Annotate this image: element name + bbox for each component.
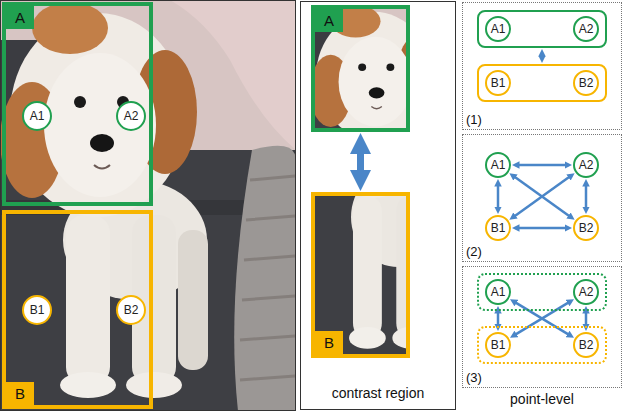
- panel-caption: contrast region: [301, 385, 455, 401]
- point-circle: B1: [485, 215, 511, 241]
- point-label: A2: [124, 110, 139, 122]
- point-circle: A1: [485, 152, 511, 178]
- panel-frame: (1) A1 A2B1 B2: [462, 2, 622, 130]
- point-circle: B1: [485, 70, 511, 96]
- panel-frame: contrast region A B: [300, 1, 456, 410]
- point-circle: A1: [22, 101, 52, 131]
- photo-part: [1, 1, 295, 410]
- point-label: B1: [491, 222, 506, 234]
- photo-part: [311, 5, 410, 132]
- point-circle: A2: [116, 101, 146, 131]
- contrast-arrow: [512, 175, 571, 217]
- region-box: B B1 B2: [2, 210, 153, 409]
- point-circle: A2: [573, 16, 599, 42]
- group-box: B1 B2: [477, 64, 607, 102]
- point-label: B2: [579, 222, 594, 234]
- contrast-arrow: [497, 310, 500, 328]
- caption-label: point-level: [462, 391, 622, 407]
- point-circle: A2: [573, 152, 599, 178]
- point-circle: B2: [573, 332, 599, 358]
- region-tag: A: [315, 9, 343, 32]
- crop-photo: [311, 5, 410, 132]
- region-tag: A: [6, 6, 34, 29]
- point-circle: B1: [485, 332, 511, 358]
- point-circle: B1: [22, 295, 52, 325]
- region-tag: B: [315, 331, 343, 354]
- point-label: B1: [491, 339, 506, 351]
- region-tag: B: [6, 382, 34, 405]
- point-label: A2: [579, 286, 594, 298]
- contrast-arrow: [497, 183, 500, 211]
- point-label: A2: [579, 23, 594, 35]
- point-label: B1: [30, 304, 45, 316]
- dog-photo: [1, 1, 295, 410]
- point-label: B2: [579, 339, 594, 351]
- panel-number: (1): [466, 112, 482, 127]
- point-label: B2: [124, 304, 139, 316]
- contrast-arrow: [585, 310, 588, 328]
- group-box: A1 A2: [477, 10, 607, 48]
- contrast-arrow: [513, 301, 571, 336]
- region-box: A A1 A2: [2, 2, 153, 206]
- contrast-arrow: [541, 53, 544, 60]
- point-label: A1: [491, 23, 506, 35]
- contrast-arrow: [516, 164, 569, 167]
- region-box: B: [311, 192, 410, 358]
- contrast-arrow: [585, 183, 588, 211]
- group-box: B1 B2: [477, 326, 607, 364]
- panel-frame: (3) A1 A2B1 B2: [462, 266, 622, 388]
- point-circle: B2: [573, 70, 599, 96]
- panel-number: (2): [466, 244, 482, 259]
- point-circle: A1: [485, 279, 511, 305]
- contrast-arrow: [357, 144, 364, 181]
- panel-frame: (2) A1 A2B1 B2: [462, 134, 622, 262]
- point-label: B2: [579, 77, 594, 89]
- region-box: A: [311, 5, 410, 132]
- point-label: A1: [491, 286, 506, 298]
- point-circle: B2: [573, 215, 599, 241]
- contrast-arrow: [513, 301, 571, 336]
- contrast-arrow: [516, 227, 569, 230]
- contrast-arrow: [512, 175, 571, 217]
- panel-number: (3): [466, 370, 482, 385]
- crop-photo: [311, 192, 410, 358]
- point-label: A1: [491, 159, 506, 171]
- point-circle: A1: [485, 16, 511, 42]
- point-label: A1: [30, 110, 45, 122]
- point-label: B1: [491, 77, 506, 89]
- photo-part: [311, 192, 410, 358]
- point-label: A2: [579, 159, 594, 171]
- point-circle: A2: [573, 279, 599, 305]
- panel-frame: [1, 1, 296, 411]
- point-circle: B2: [116, 295, 146, 325]
- group-box: A1 A2: [477, 273, 607, 311]
